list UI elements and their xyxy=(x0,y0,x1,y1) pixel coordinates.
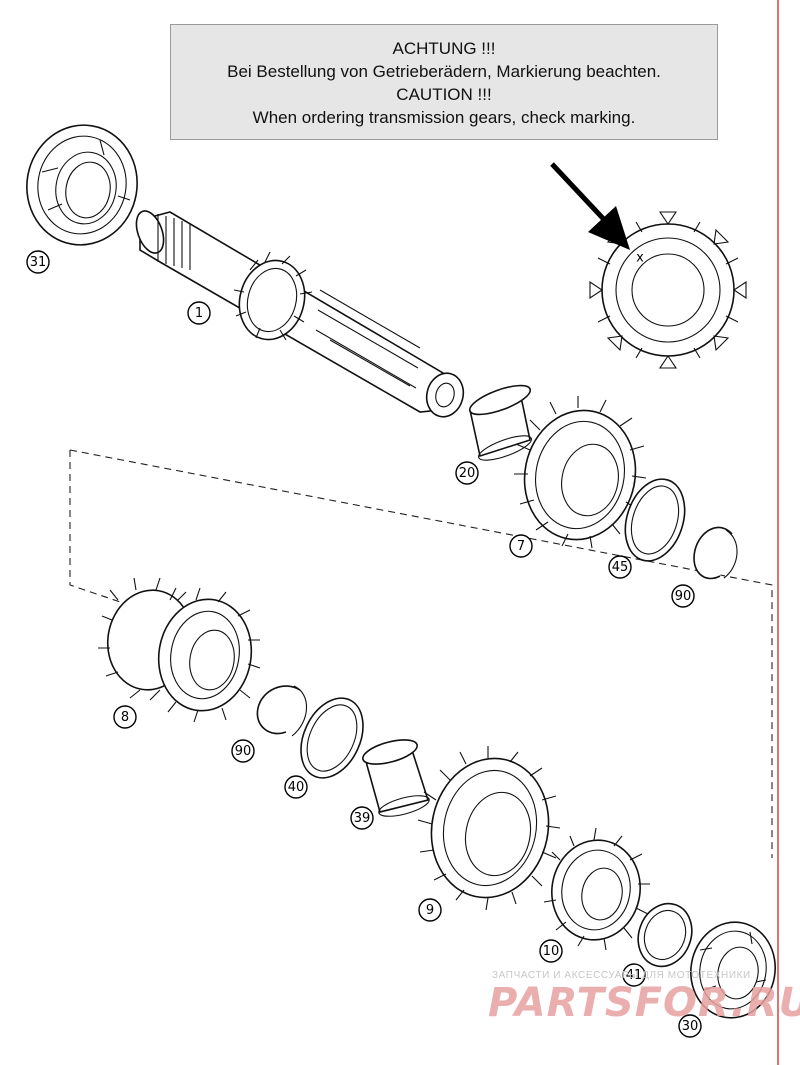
marked-gear-illustration xyxy=(589,211,747,369)
callout-10-gear: 10 xyxy=(539,939,563,963)
callout-31-bearing: 31 xyxy=(26,250,50,274)
thrust-washer-45 xyxy=(624,478,686,562)
callout-7-gear: 7 xyxy=(509,534,533,558)
callout-circle xyxy=(26,250,50,274)
callout-circle xyxy=(284,775,308,799)
gear-7 xyxy=(514,396,647,549)
needle-bushing-20 xyxy=(468,384,533,461)
callout-41-thrust-washer: 41 xyxy=(622,963,646,987)
callout-40-thrust-washer: 40 xyxy=(284,775,308,799)
callout-8-double-gear: 8 xyxy=(113,705,137,729)
callout-layer: 31 1 20 7 45 90 8 90 40 39 9 10 41 30 xyxy=(26,250,702,1038)
callout-90-circlip: 90 xyxy=(231,739,255,763)
callout-number: 1 xyxy=(195,306,203,321)
callout-30-bearing: 30 xyxy=(678,1014,702,1038)
callout-circle xyxy=(608,555,632,579)
needle-bushing-39 xyxy=(362,739,430,817)
callout-number: 45 xyxy=(612,560,629,575)
callout-circle xyxy=(671,584,695,608)
callout-20-needle-bushing: 20 xyxy=(455,461,479,485)
double-gear-8 xyxy=(98,577,261,723)
callout-number: 40 xyxy=(288,780,305,795)
circlip-90-upper xyxy=(693,526,738,580)
assembly-boundary xyxy=(69,449,773,858)
thrust-washer-41 xyxy=(637,902,693,968)
callout-number: 30 xyxy=(682,1019,699,1034)
page-edge-line xyxy=(777,0,779,1065)
notice-line-1: ACHTUNG !!! xyxy=(392,39,496,58)
marking-symbol: x xyxy=(636,251,644,266)
callout-number: 10 xyxy=(543,944,560,959)
callout-circle xyxy=(455,461,479,485)
callout-circle xyxy=(231,739,255,763)
callout-39-needle-bushing: 39 xyxy=(350,806,374,830)
marking-arrow xyxy=(550,162,630,250)
watermark-logo-text: PARTSFOR.RU xyxy=(488,980,800,1026)
callout-circle xyxy=(509,534,533,558)
main-shaft-1 xyxy=(135,210,465,418)
notice-line-2: Bei Bestellung von Getrieberädern, Marki… xyxy=(227,62,661,81)
callout-number: 39 xyxy=(354,811,371,826)
callout-circle xyxy=(113,705,137,729)
callout-number: 20 xyxy=(459,466,476,481)
callout-number: 9 xyxy=(426,903,434,918)
bearing-30 xyxy=(690,921,776,1019)
callout-number: 90 xyxy=(675,589,692,604)
callout-1-main-shaft: 1 xyxy=(187,301,211,325)
notice-line-4: When ordering transmission gears, check … xyxy=(252,108,636,127)
notice-line-3: CAUTION !!! xyxy=(396,85,492,104)
callout-circle xyxy=(418,898,442,922)
callout-circle xyxy=(187,301,211,325)
bearing-31 xyxy=(26,124,138,246)
callout-number: 31 xyxy=(30,255,47,270)
callout-number: 90 xyxy=(235,744,252,759)
watermark-tagline: ЗАПЧАСТИ И АКСЕССУАРЫ ДЛЯ МОТОТЕХНИКИ xyxy=(492,970,751,981)
callout-number: 41 xyxy=(626,968,643,983)
callout-number: 8 xyxy=(121,710,129,725)
gear-9 xyxy=(417,746,561,911)
callout-circle xyxy=(678,1014,702,1038)
callout-45-thrust-washer: 45 xyxy=(608,555,632,579)
gear-10 xyxy=(543,827,650,951)
callout-circle xyxy=(622,963,646,987)
callout-9-gear: 9 xyxy=(418,898,442,922)
caution-notice: ACHTUNG !!! Bei Bestellung von Getrieber… xyxy=(170,24,718,140)
callout-circle xyxy=(539,939,563,963)
callout-90-circlip: 90 xyxy=(671,584,695,608)
callout-circle xyxy=(350,806,374,830)
callout-number: 7 xyxy=(517,539,525,554)
thrust-washer-40 xyxy=(300,697,364,779)
circlip-90-lower xyxy=(256,685,308,737)
